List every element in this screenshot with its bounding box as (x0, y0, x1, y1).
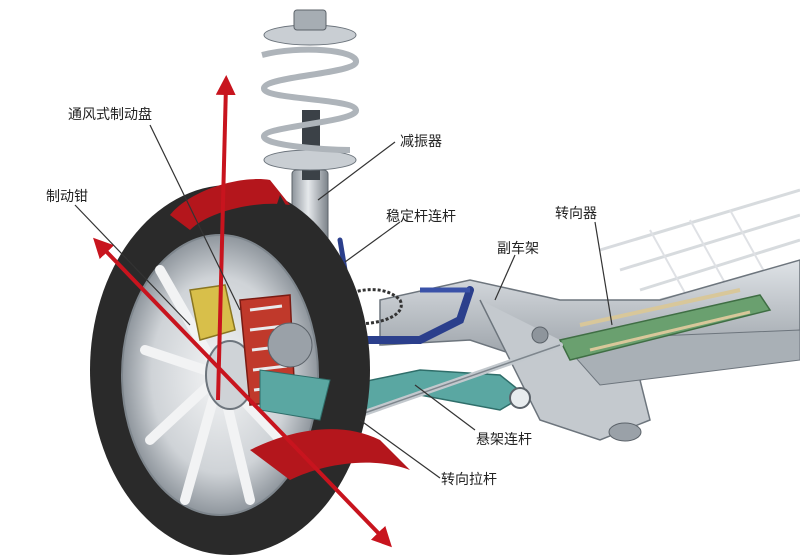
leader-shock (317, 141, 396, 201)
labels: 通风式制动盘 制动钳 减振器 稳定杆连杆 转向器 副车架 悬架连杆 转向拉杆 (46, 106, 597, 488)
leader-brake-disc (149, 124, 241, 311)
leader-lines (74, 124, 613, 479)
leader-caliper (74, 204, 191, 326)
diagonal-axis-arrow (93, 237, 392, 548)
label-stabilizer-link: 稳定杆连杆 (386, 209, 456, 225)
leader-tie-rod (359, 419, 441, 479)
leader-control-arm (414, 384, 476, 431)
label-control-arm: 悬架连杆 (476, 432, 532, 448)
steering-gear (558, 288, 772, 361)
label-brake-disc: 通风式制动盘 (68, 106, 152, 123)
label-shock-absorber: 减振器 (400, 134, 442, 150)
leader-steering-gear (594, 221, 613, 326)
label-caliper: 制动钳 (46, 189, 88, 205)
red-arrows (93, 75, 392, 548)
leader-subframe (494, 254, 516, 301)
leader-stabilizer (344, 221, 401, 263)
label-subframe: 副车架 (497, 240, 539, 257)
label-tie-rod: 转向拉杆 (441, 472, 497, 488)
coil-spring (260, 46, 360, 153)
label-steering-gear: 转向器 (555, 206, 597, 222)
